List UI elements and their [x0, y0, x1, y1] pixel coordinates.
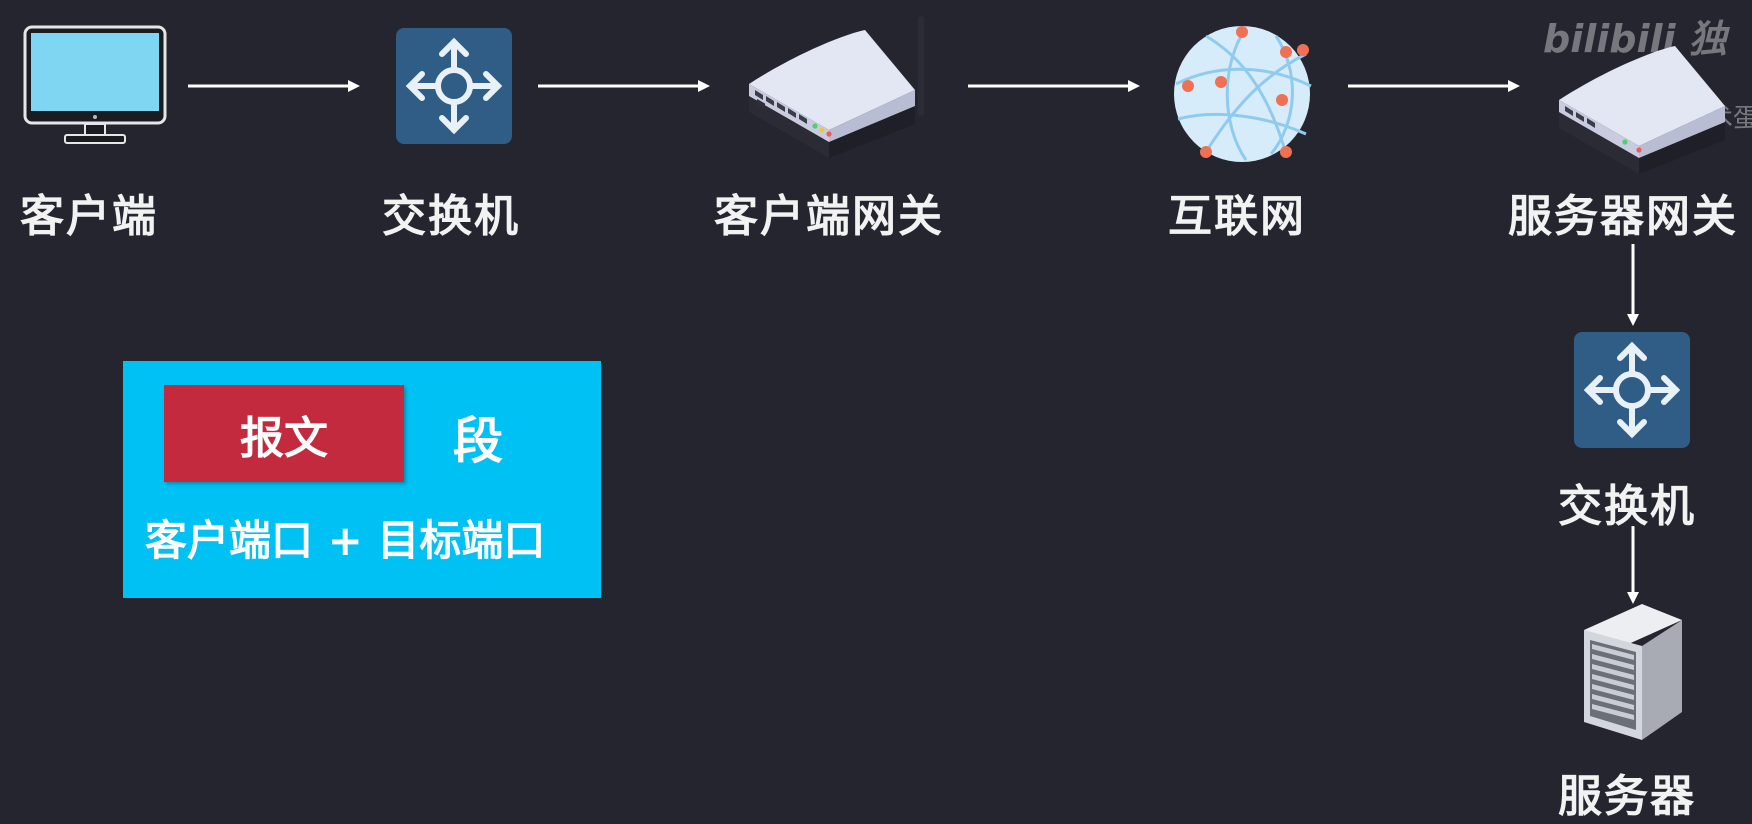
node-label-client: 客户端 [20, 191, 158, 242]
arrow-right-icon [538, 76, 710, 100]
arrow-down-icon [1623, 244, 1643, 330]
switch-icon [396, 28, 512, 148]
segment-box: 报文 段 客户端口 + 目标端口 [123, 361, 601, 598]
node-label-internet: 互联网 [1168, 191, 1306, 242]
globe-icon [1166, 24, 1318, 168]
node-label-client-gateway: 客户端网关 [714, 191, 944, 242]
router-icon [745, 14, 935, 163]
router-icon [1555, 30, 1752, 179]
switch-icon [1574, 332, 1690, 452]
node-label-server: 服务器 [1558, 771, 1696, 822]
node-label-server-gateway: 服务器网关 [1508, 191, 1738, 242]
message-label-box: 报文 [164, 385, 404, 482]
node-label-switch-1: 交换机 [382, 191, 520, 242]
node-label-switch-2: 交换机 [1558, 481, 1696, 532]
monitor-icon [22, 24, 168, 152]
arrow-right-icon [968, 76, 1140, 100]
ports-text: 客户端口 + 目标端口 [145, 516, 546, 565]
arrow-right-icon [1348, 76, 1520, 100]
arrow-down-icon [1623, 526, 1643, 608]
server-icon [1580, 600, 1686, 748]
segment-char: 段 [453, 412, 503, 470]
bilibili-watermark: bilibili 独 [1543, 17, 1727, 61]
arrow-right-icon [188, 76, 360, 100]
